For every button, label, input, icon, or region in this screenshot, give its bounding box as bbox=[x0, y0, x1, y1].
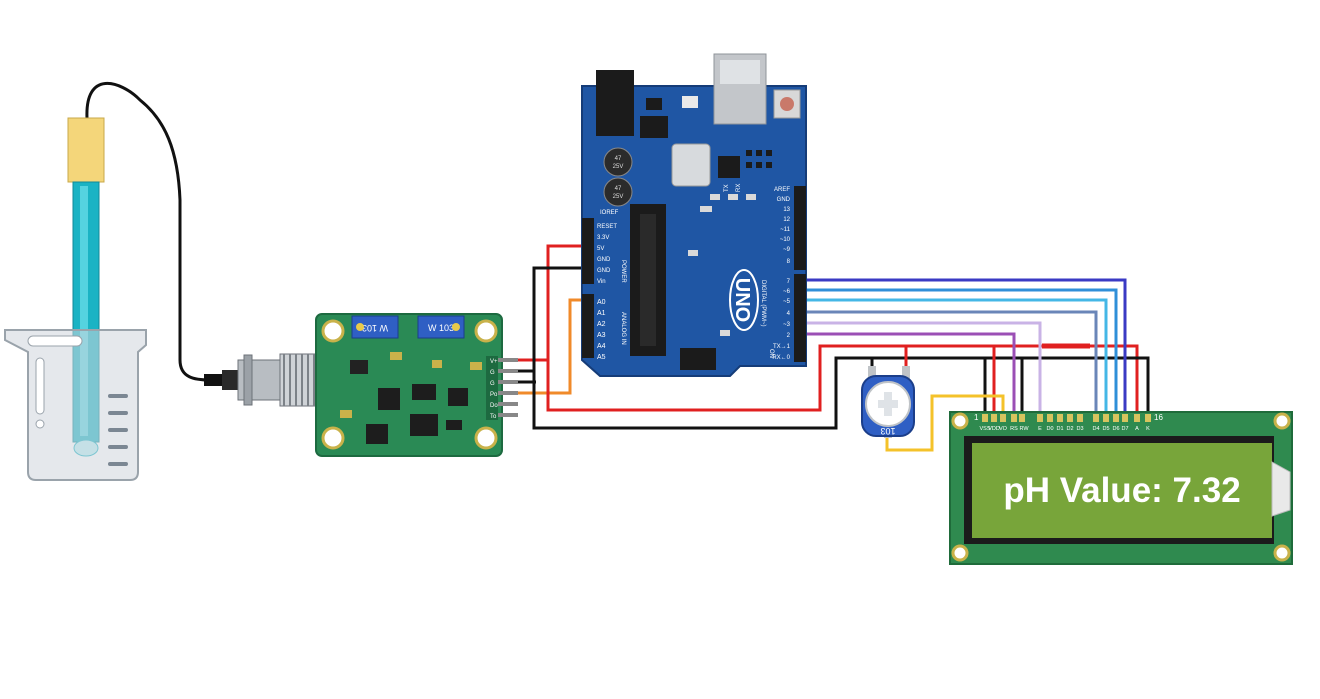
wire-pot-wiper bbox=[885, 394, 1005, 452]
rx-led-label: RX bbox=[736, 184, 742, 192]
wire-ph-gnd bbox=[518, 266, 582, 373]
arduino-uno: 47 25V 47 25V IOREF TX RX ON UNO RESET bbox=[581, 53, 807, 377]
lcd-pin-rw: RW bbox=[1019, 426, 1029, 432]
digital-pin-3: ~3 bbox=[783, 322, 791, 328]
digital-pin-11: ~11 bbox=[780, 227, 790, 233]
analog-pin-a2: A2 bbox=[597, 321, 606, 328]
wire-d4 bbox=[800, 310, 1098, 418]
lcd-module: 1 16 VSS VDD VO RS RW E D0 D1 D2 D3 D4 D… bbox=[949, 411, 1293, 565]
digital-pin-4: 4 bbox=[787, 311, 791, 317]
digital-pin-5: ~5 bbox=[783, 299, 791, 305]
uno-logo: UNO bbox=[731, 278, 753, 322]
analog-pin-a4: A4 bbox=[597, 343, 606, 350]
lcd-pin-a: A bbox=[1135, 426, 1139, 432]
digital-pin-10: ~10 bbox=[780, 237, 791, 243]
analog-section-label: ANALOG IN bbox=[620, 312, 626, 345]
wire-gnd-rail bbox=[532, 356, 1150, 430]
digital-pin-gnd: GND bbox=[777, 197, 791, 203]
power-pin-vin: Vin bbox=[597, 279, 606, 285]
digital-pin-aref: AREF bbox=[774, 187, 790, 193]
ioref-label: IOREF bbox=[600, 210, 619, 216]
digital-pin-9: ~9 bbox=[783, 247, 791, 253]
lcd-pin-row bbox=[982, 414, 1151, 422]
ph-pin-label-2: G bbox=[490, 370, 495, 376]
power-pin-3v3: 3.3V bbox=[597, 235, 609, 241]
ph-pin-label-4: Po bbox=[490, 392, 498, 398]
wire-d6 bbox=[800, 288, 1118, 418]
lcd-pin-rs: RS bbox=[1010, 426, 1018, 432]
cap1-label-top: 47 bbox=[615, 156, 622, 162]
digital-pin-2: 2 bbox=[787, 333, 791, 339]
ph-pin-label-6: To bbox=[490, 414, 497, 420]
lcd-pin-d0: D0 bbox=[1046, 426, 1053, 432]
analog-pin-a1: A1 bbox=[597, 310, 606, 317]
lcd-pin-d7: D7 bbox=[1121, 426, 1128, 432]
digital-pin-1: TX→1 bbox=[773, 344, 791, 350]
ph-pin-label-5: Do bbox=[490, 403, 498, 409]
lcd-pin-d4: D4 bbox=[1092, 426, 1099, 432]
wire-ph-signal bbox=[518, 298, 592, 395]
lcd-pin-d3: D3 bbox=[1076, 426, 1083, 432]
wire-d7 bbox=[800, 278, 1127, 418]
potentiometer: 103 bbox=[861, 366, 915, 438]
ph-pin-label-1: V+ bbox=[490, 359, 498, 365]
digital-pin-7: 7 bbox=[787, 279, 791, 285]
cap2-label-top: 47 bbox=[615, 186, 622, 192]
power-pin-reset: RESET bbox=[597, 224, 617, 230]
power-pin-5v: 5V bbox=[597, 246, 604, 252]
lcd-pin-e: E bbox=[1038, 426, 1042, 432]
lcd-pin-d1: D1 bbox=[1056, 426, 1063, 432]
lcd-pin-d2: D2 bbox=[1066, 426, 1073, 432]
lcd-pin-d6: D6 bbox=[1112, 426, 1119, 432]
wires bbox=[518, 244, 1150, 452]
lcd-pin-first: 1 bbox=[974, 413, 979, 422]
wire-en bbox=[800, 321, 1042, 418]
beaker bbox=[4, 329, 147, 481]
digital-pin-6: ~6 bbox=[783, 289, 791, 295]
on-led-label: ON bbox=[768, 349, 774, 358]
analog-pin-a0: A0 bbox=[597, 299, 606, 306]
power-pin-gnd1: GND bbox=[597, 257, 611, 263]
tx-led-label: TX bbox=[724, 184, 730, 192]
cap2-label-bottom: 25V bbox=[613, 194, 624, 200]
lcd-pin-d5: D5 bbox=[1102, 426, 1109, 432]
digital-pin-8: 8 bbox=[787, 259, 791, 265]
pot2-label: W 103 bbox=[428, 323, 454, 333]
wire-rs bbox=[800, 332, 1016, 418]
digital-pin-0: RX←0 bbox=[772, 355, 790, 361]
lcd-pin-vo: VO bbox=[999, 426, 1008, 432]
pot1-label: W 103 bbox=[362, 323, 388, 333]
lcd-pin-last: 16 bbox=[1154, 413, 1163, 422]
ph-sensor-module: W 103 W 103 V+ G G Po Do To bbox=[315, 313, 518, 457]
analog-pin-a3: A3 bbox=[597, 332, 606, 339]
power-section-label: POWER bbox=[620, 260, 626, 283]
pot-label: 103 bbox=[880, 426, 895, 436]
digital-pin-13: 13 bbox=[783, 207, 790, 213]
wire-d5 bbox=[800, 298, 1108, 418]
power-pin-gnd2: GND bbox=[597, 268, 611, 274]
ph-pin-label-3: G bbox=[490, 381, 495, 387]
lcd-pin-vdd: VDD bbox=[988, 426, 1000, 432]
cap1-label-bottom: 25V bbox=[613, 164, 624, 170]
lcd-pin-k: K bbox=[1146, 426, 1150, 432]
analog-pin-a5: A5 bbox=[597, 354, 606, 361]
lcd-pin-vss: VSS bbox=[979, 426, 990, 432]
digital-pin-12: 12 bbox=[783, 217, 790, 223]
digital-section-label: DIGITAL (PWM~) bbox=[760, 280, 766, 327]
wire-ph-vcc bbox=[518, 244, 582, 362]
